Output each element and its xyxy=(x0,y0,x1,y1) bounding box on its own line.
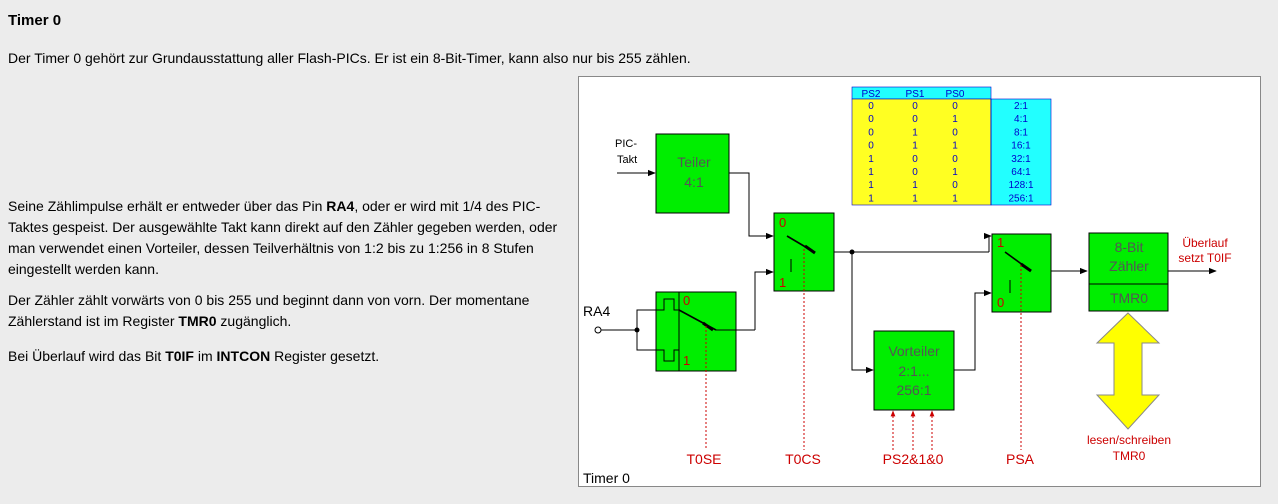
teiler-label: Teiler xyxy=(677,154,711,170)
counter-block xyxy=(1088,232,1169,312)
overflow-label-2: setzt T0IF xyxy=(1178,251,1231,265)
table-ps-cell: 1 xyxy=(912,180,918,191)
table-ratio-cell: 32:1 xyxy=(1011,154,1031,165)
table-ps-cell: 0 xyxy=(952,154,958,165)
read-write-arrow xyxy=(1095,312,1161,430)
table-ps-cell: 1 xyxy=(912,193,918,204)
table-ratio-cell: 64:1 xyxy=(1011,167,1031,178)
t0se-in-0: 0 xyxy=(683,293,690,308)
table-ratio-cell: 2:1 xyxy=(1014,101,1028,112)
ctrl-t0se: T0SE xyxy=(686,451,721,467)
text-segment: Bei Überlauf wird das Bit xyxy=(8,348,166,364)
vorteiler-block xyxy=(873,330,955,411)
table-ps-cell: 1 xyxy=(912,127,918,138)
t0cs-in-1: 1 xyxy=(779,275,786,290)
pic-takt-label-2: Takt xyxy=(617,154,637,166)
table-ps-cell: 0 xyxy=(868,127,874,138)
table-ps-bg xyxy=(851,98,992,206)
table-header-ps0: PS0 xyxy=(946,89,965,100)
table-ps-cell: 0 xyxy=(912,101,918,112)
bold-term: T0IF xyxy=(165,348,194,364)
paragraph-clock-source: Seine Zählimpulse erhält er entweder übe… xyxy=(8,196,568,280)
table-ps-cell: 1 xyxy=(868,167,874,178)
psa-in-0: 0 xyxy=(997,295,1004,310)
t0se-mux xyxy=(655,291,737,372)
table-ps-cell: 0 xyxy=(868,114,874,125)
table-ratio-cell: 8:1 xyxy=(1014,127,1028,138)
psa-in-1: 1 xyxy=(997,235,1004,250)
table-ratio-bg xyxy=(990,98,1052,206)
table-ps-cell: 1 xyxy=(868,193,874,204)
table-ps-cell: 1 xyxy=(868,180,874,191)
table-ps-cell: 0 xyxy=(868,141,874,152)
read-write-label-1: lesen/schreiben xyxy=(1087,433,1171,447)
text-segment: zugänglich. xyxy=(216,313,292,329)
text-segment: Register gesetzt. xyxy=(270,348,380,364)
ra4-label: RA4 xyxy=(583,303,610,319)
table-ratio-cell: 128:1 xyxy=(1008,180,1033,191)
ra4-pin xyxy=(594,326,602,334)
table-ps-cell: 1 xyxy=(952,114,958,125)
vorteiler-range-start: 2:1... xyxy=(898,363,929,379)
table-ratio-cell: 16:1 xyxy=(1011,141,1031,152)
overflow-label-1: Überlauf xyxy=(1182,236,1228,250)
table-ps-cell: 0 xyxy=(952,127,958,138)
text-segment: Der Zähler zählt vorwärts von 0 bis 255 … xyxy=(8,292,530,329)
table-ps-cell: 0 xyxy=(952,180,958,191)
table-ratio-cell: 4:1 xyxy=(1014,114,1028,125)
ctrl-ps: PS2&1&0 xyxy=(883,451,944,467)
text-segment: Seine Zählimpulse erhält er entweder übe… xyxy=(8,198,327,214)
table-header-ps2: PS2 xyxy=(862,89,881,100)
table-rows: 0 0 0 2:1 0 0 1 4:1 0 1 0 8:1 0 1 1 16:1 1 0 0 32:1 1 0 1 64:1 1… xyxy=(868,101,1034,204)
ctrl-t0cs: T0CS xyxy=(785,451,821,467)
bold-term: INTCON xyxy=(216,348,271,364)
page-title: Timer 0 xyxy=(8,12,62,29)
bold-term: TMR0 xyxy=(178,313,217,329)
t0se-in-1: 1 xyxy=(683,353,690,368)
table-ps-cell: 1 xyxy=(952,141,958,152)
table-ratio-cell: 256:1 xyxy=(1008,193,1033,204)
paragraph-counter: Der Zähler zählt vorwärts von 0 bis 255 … xyxy=(8,290,568,332)
table-ps-cell: 0 xyxy=(912,114,918,125)
vorteiler-label: Vorteiler xyxy=(888,343,940,359)
text-segment: im xyxy=(193,348,217,364)
paragraph-overflow: Bei Überlauf wird das Bit T0IF im INTCON… xyxy=(8,346,568,367)
table-ps-cell: 1 xyxy=(952,167,958,178)
table-ps-cell: 1 xyxy=(868,154,874,165)
figure-caption: Timer 0 xyxy=(583,470,630,486)
pic-takt-label-1: PIC- xyxy=(615,138,637,150)
teiler-ratio: 4:1 xyxy=(684,174,704,190)
vorteiler-range-end: 256:1 xyxy=(896,382,931,398)
read-write-label-2: TMR0 xyxy=(1113,449,1146,463)
intro-text: Der Timer 0 gehört zur Grundausstattung … xyxy=(8,50,691,66)
table-ps-cell: 0 xyxy=(912,167,918,178)
text-segment: , oder er wird mit 1/4 des PIC-Taktes ge… xyxy=(8,198,558,277)
bold-term: RA4 xyxy=(326,198,355,214)
table-ps-cell: 1 xyxy=(912,141,918,152)
table-header-ps1: PS1 xyxy=(906,89,925,100)
tmr0-register: TMR0 xyxy=(1110,290,1148,306)
table-ps-cell: 1 xyxy=(952,193,958,204)
counter-label-2: Zähler xyxy=(1109,258,1149,274)
t0cs-in-0: 0 xyxy=(779,215,786,230)
table-ps-cell: 0 xyxy=(868,101,874,112)
counter-label-1: 8-Bit xyxy=(1115,239,1144,255)
table-ps-cell: 0 xyxy=(912,154,918,165)
table-ps-cell: 0 xyxy=(952,101,958,112)
ctrl-psa: PSA xyxy=(1006,451,1035,467)
